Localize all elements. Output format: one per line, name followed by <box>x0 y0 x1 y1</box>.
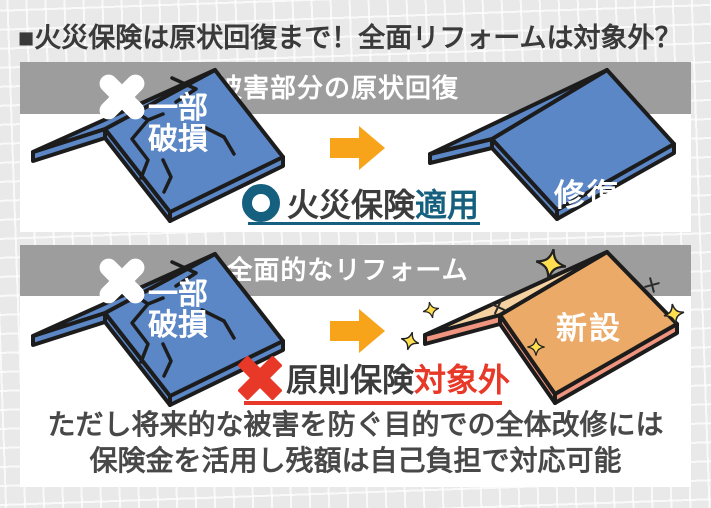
sparkle-icon <box>400 248 685 356</box>
arrow-right-icon <box>330 309 385 353</box>
damaged-roof-label: 一部 破損 <box>148 278 208 342</box>
damaged-roof-icon <box>31 252 285 407</box>
verdict-restore-highlight: 適用 <box>415 187 480 223</box>
note-line-1: ただし将来的な被害を防ぐ目的での全体改修には <box>47 409 664 440</box>
bandage-icon <box>99 74 145 120</box>
page-title: ■火災保険は原状回復まで！全面リフォームは対象外？ <box>18 23 682 53</box>
verdict-reform-highlight: 対象外 <box>414 362 511 398</box>
repaired-roof-icon <box>428 68 676 221</box>
verdict-restore-underline <box>248 222 480 225</box>
damaged-roof-label: 一部 破損 <box>148 92 208 156</box>
note-line-2: 保険金を活用し残額は自己負担で対応可能 <box>89 445 622 476</box>
panel-restore: 被害部分の原状回復 一部 破損 <box>20 62 691 232</box>
arrow-right-icon <box>330 126 385 170</box>
verdict-reform-underline <box>244 401 502 405</box>
damaged-roof-icon <box>31 68 285 223</box>
repaired-roof-label: 修復 <box>554 178 620 213</box>
bandage-icon <box>99 258 145 304</box>
panel-reform: 全面的なリフォーム 一部 破損 <box>20 245 691 487</box>
verdict-restore-text: 火災保険 <box>287 187 416 223</box>
ng-cross-icon <box>238 356 282 400</box>
note-text: ただし将来的な被害を防ぐ目的での全体改修には 保険金を活用し残額は自己負担で対応… <box>20 407 691 479</box>
new-roof-label: 新設 <box>556 311 622 346</box>
new-roof-icon <box>400 248 685 405</box>
verdict-restore: 火災保険 適用 <box>242 180 479 226</box>
ok-circle-icon <box>242 184 280 222</box>
sparkle-cross-icon <box>490 277 660 315</box>
verdict-reform: 原則保険 対象外 <box>238 355 510 401</box>
verdict-reform-text: 原則保険 <box>286 362 415 398</box>
